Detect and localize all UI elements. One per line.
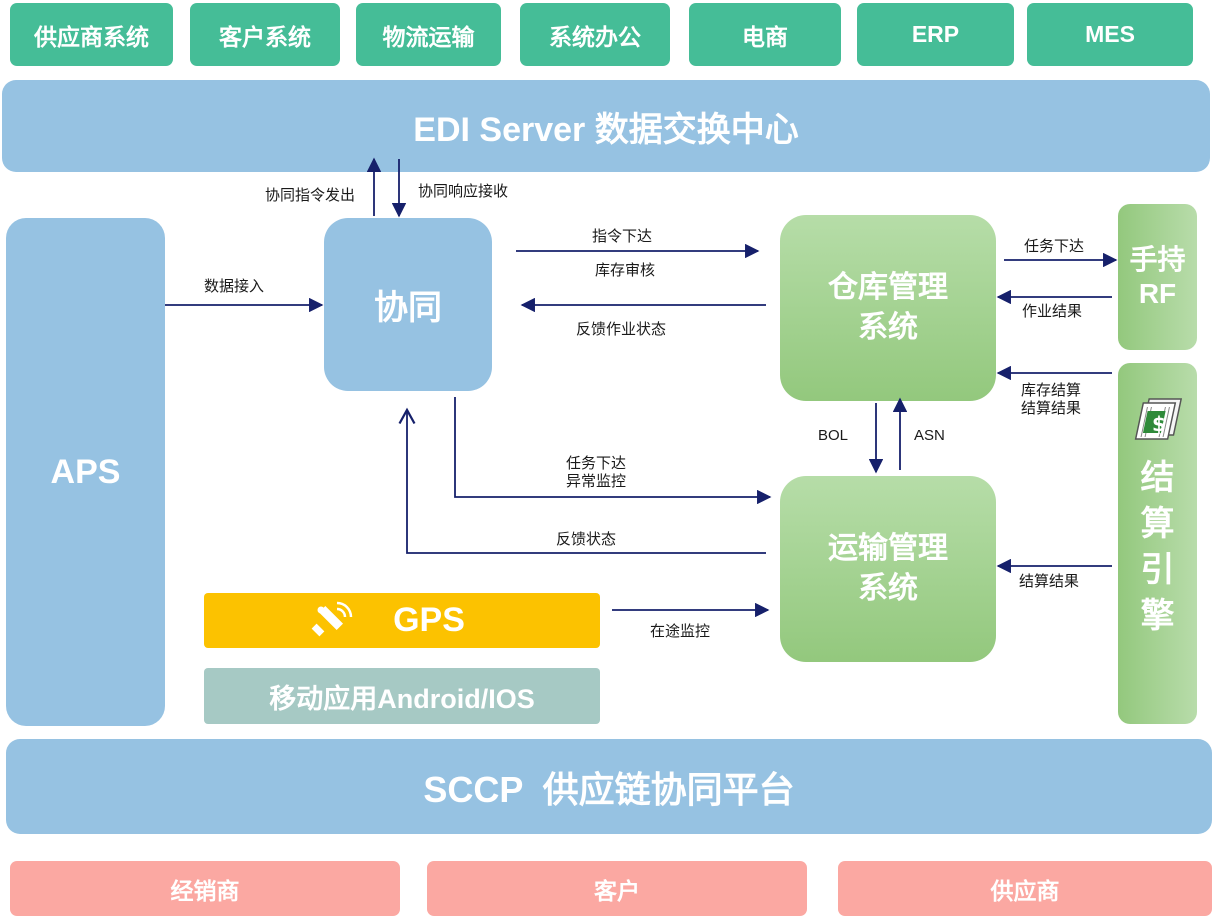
label-settle-result-2: 结算结果 (1019, 573, 1080, 590)
label-asn: ASN (914, 427, 945, 444)
wms-label-line2: 系统 (858, 311, 918, 344)
label-task-down: 任务下达 (566, 455, 627, 472)
label-stock-settle: 库存结算 (1021, 382, 1082, 399)
top-system-label: 物流运输 (382, 23, 475, 50)
tms-block[interactable]: 运输管理 系统 (780, 476, 996, 662)
svg-text:$: $ (1152, 412, 1166, 436)
party-label: 客户 (594, 877, 640, 904)
label-stock-audit: 库存审核 (595, 262, 656, 279)
top-system-mes[interactable]: MES (1027, 3, 1193, 66)
rf-label-line2: RF (1138, 278, 1177, 309)
label-task-down-rf: 任务下达 (1024, 238, 1085, 255)
satellite-icon (311, 601, 353, 636)
xietong-block[interactable]: 协同 (324, 218, 492, 391)
top-system-supplier[interactable]: 供应商系统 (10, 3, 173, 66)
top-system-label: ERP (911, 21, 960, 47)
tms-label-line2: 系统 (858, 572, 918, 605)
top-system-logistics[interactable]: 物流运输 (356, 3, 501, 66)
rf-block[interactable]: 手持 RF (1118, 204, 1197, 350)
wms-label-line1: 仓库管理 (828, 271, 948, 304)
top-system-ecommerce[interactable]: 电商 (689, 3, 841, 66)
sccp-platform-title: SCCP 供应链协同平台 (423, 768, 795, 810)
party-supplier[interactable]: 供应商 (838, 861, 1212, 916)
party-customer[interactable]: 客户 (427, 861, 807, 916)
label-job-result: 作业结果 (1022, 303, 1083, 320)
top-system-erp[interactable]: ERP (857, 3, 1014, 66)
label-data-in: 数据接入 (204, 278, 265, 295)
top-system-label: 系统办公 (549, 23, 641, 50)
arrow-task-down (454, 397, 772, 505)
label-feedback-job: 反馈作业状态 (576, 321, 667, 338)
top-system-label: 客户系统 (219, 23, 311, 50)
settlement-engine-char: 结 (1140, 459, 1175, 497)
party-distributor[interactable]: 经销商 (10, 861, 400, 916)
label-cmd-down: 指令下达 (592, 228, 653, 245)
top-system-customer[interactable]: 客户系统 (190, 3, 340, 66)
top-system-label: 供应商系统 (34, 23, 149, 50)
mobile-app-label: 移动应用Android/IOS (269, 683, 535, 714)
label-settle-result-1: 结算结果 (1021, 400, 1082, 417)
label-feedback-status: 反馈状态 (556, 531, 617, 548)
label-exception-monitor: 异常监控 (566, 473, 627, 490)
aps-label: APS (50, 452, 121, 491)
settlement-engine-char: 擎 (1140, 597, 1175, 635)
arrow-feedback-status (398, 407, 766, 554)
gps-bar[interactable]: GPS (204, 593, 600, 648)
tms-label-line1: 运输管理 (828, 532, 948, 565)
mobile-app-bar[interactable]: 移动应用Android/IOS (204, 668, 600, 724)
xietong-label: 协同 (374, 289, 442, 327)
top-system-label: MES (1085, 21, 1135, 47)
label-collab-cmd-out: 协同指令发出 (265, 187, 356, 204)
sccp-platform-band[interactable]: SCCP 供应链协同平台 (6, 739, 1212, 834)
party-label: 供应商 (990, 877, 1060, 904)
top-system-office[interactable]: 系统办公 (520, 3, 670, 66)
label-collab-resp-in: 协同响应接收 (418, 183, 509, 200)
dollar-document-icon: $ (1134, 398, 1183, 440)
aps-block[interactable]: APS (6, 218, 165, 726)
label-bol: BOL (818, 427, 849, 444)
edi-server-title: EDI Server 数据交换中心 (413, 110, 799, 149)
wms-block[interactable]: 仓库管理 系统 (780, 215, 996, 401)
edi-server-band[interactable]: EDI Server 数据交换中心 (2, 80, 1210, 172)
top-system-label: 电商 (742, 23, 788, 50)
rf-label-line1: 手持 (1129, 244, 1186, 275)
party-label: 经销商 (170, 877, 240, 904)
settlement-engine-char: 算 (1140, 505, 1175, 543)
gps-label: GPS (393, 601, 465, 639)
settlement-engine-char: 引 (1140, 551, 1175, 589)
label-transit-monitor: 在途监控 (650, 623, 711, 640)
